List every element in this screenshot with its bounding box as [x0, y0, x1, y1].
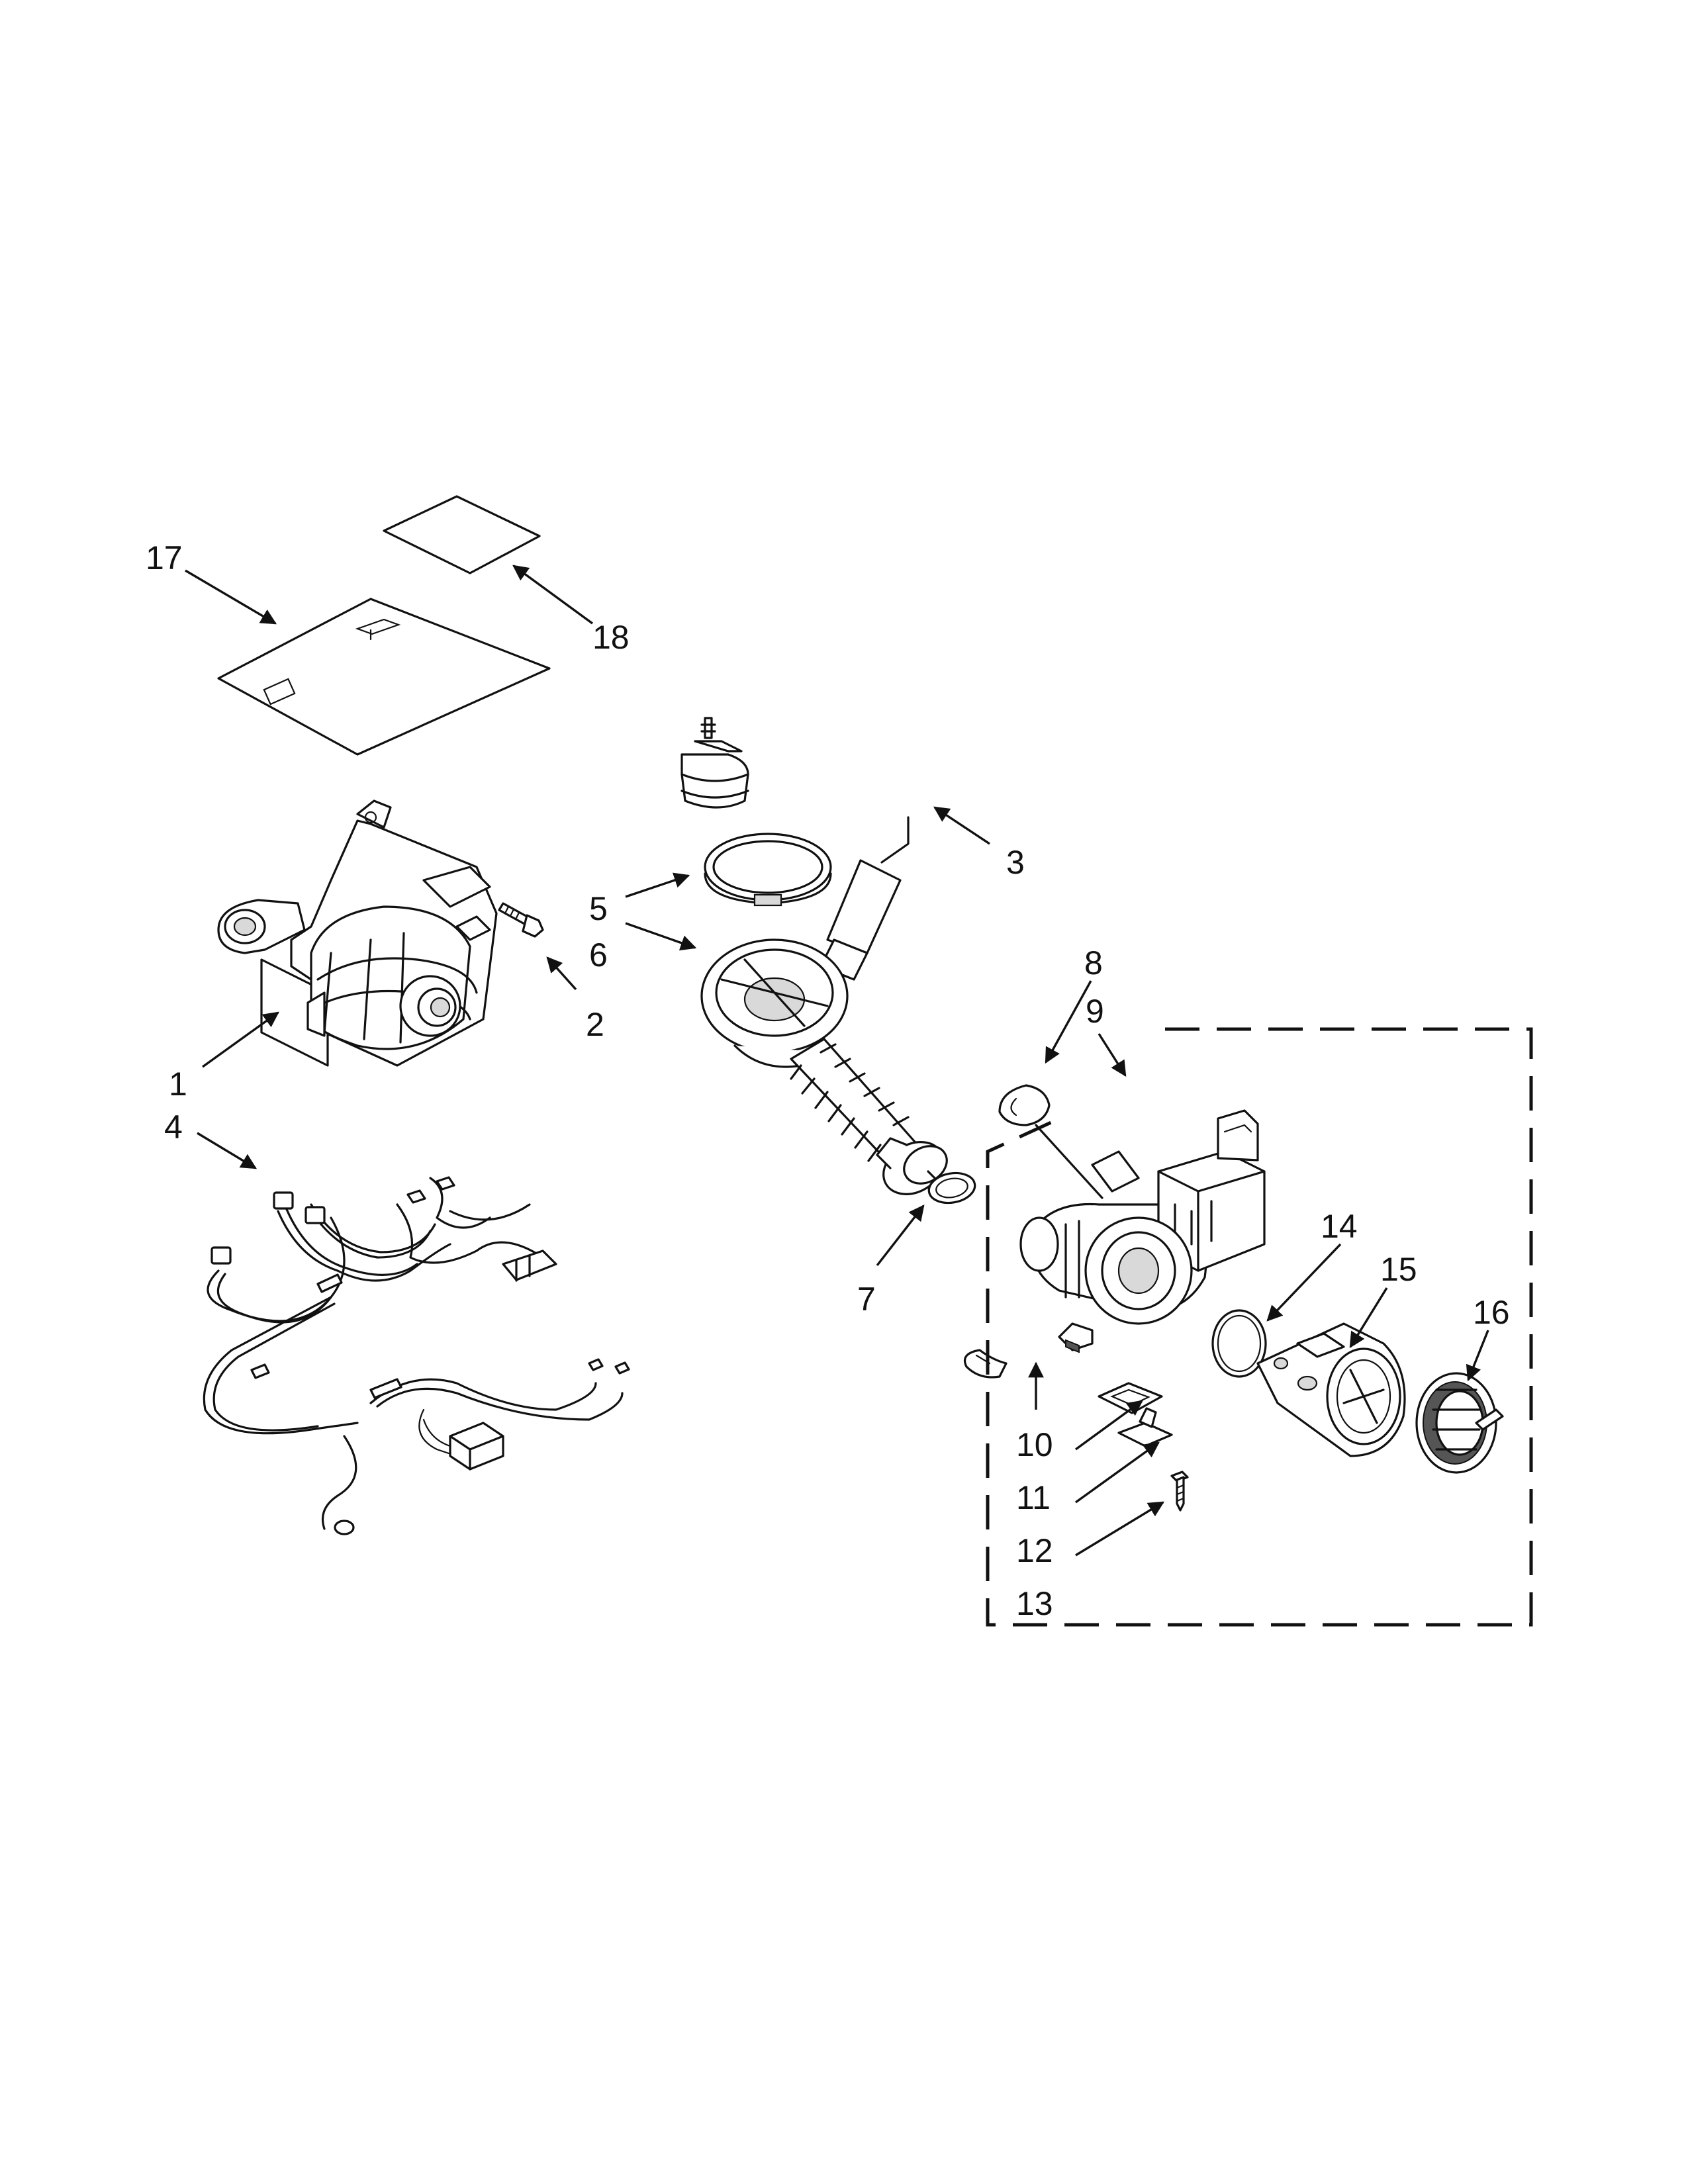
part-3-air-dome: [680, 717, 749, 809]
part-9-drain-pump: [1019, 1109, 1266, 1353]
pump-assembly-outline: [986, 1027, 1533, 1627]
callout-labels: 17 18 3 5 6 2 1 4 7 8 9 10 11 12 13 14 1…: [146, 539, 1510, 1622]
callout-11: 11: [1016, 1479, 1051, 1516]
callout-4: 4: [164, 1109, 183, 1146]
callout-15: 15: [1380, 1251, 1417, 1288]
callout-7: 7: [857, 1281, 876, 1318]
part-1-motor: [217, 799, 498, 1067]
callout-5: 5: [589, 890, 608, 927]
callout-12: 12: [1016, 1532, 1053, 1569]
callout-13: 13: [1016, 1585, 1053, 1622]
part-8-clip: [998, 1084, 1051, 1126]
callout-2: 2: [586, 1006, 604, 1043]
part-12-bracket: [1117, 1407, 1173, 1447]
callout-14: 14: [1321, 1208, 1358, 1245]
part-4-wire-harness: [203, 1176, 630, 1535]
part-5-clamp: [704, 833, 832, 907]
part-15-filter: [1256, 1322, 1406, 1457]
part-18-sheet: [383, 495, 541, 574]
part-11-gasket: [1098, 1382, 1163, 1414]
part-10-clip: [963, 1349, 1008, 1379]
leader-lines: [185, 565, 1489, 1557]
callout-18: 18: [592, 619, 630, 656]
callout-3: 3: [1006, 844, 1025, 881]
callout-16: 16: [1473, 1294, 1510, 1331]
part-13-screw: [1170, 1471, 1189, 1512]
callout-10: 10: [1016, 1426, 1053, 1463]
part-17-sheet: [217, 598, 551, 756]
part-14-o-ring: [1211, 1309, 1267, 1378]
callout-8: 8: [1084, 944, 1103, 981]
part-6-sump-hose: [700, 816, 948, 1195]
callout-6: 6: [589, 936, 608, 974]
callout-17: 17: [146, 539, 183, 576]
part-16-filter-cap: [1415, 1372, 1504, 1474]
part-2-bolt: [498, 902, 544, 938]
callout-9: 9: [1086, 993, 1104, 1030]
part-7-clamp: [927, 1170, 976, 1205]
callout-1: 1: [169, 1066, 187, 1103]
